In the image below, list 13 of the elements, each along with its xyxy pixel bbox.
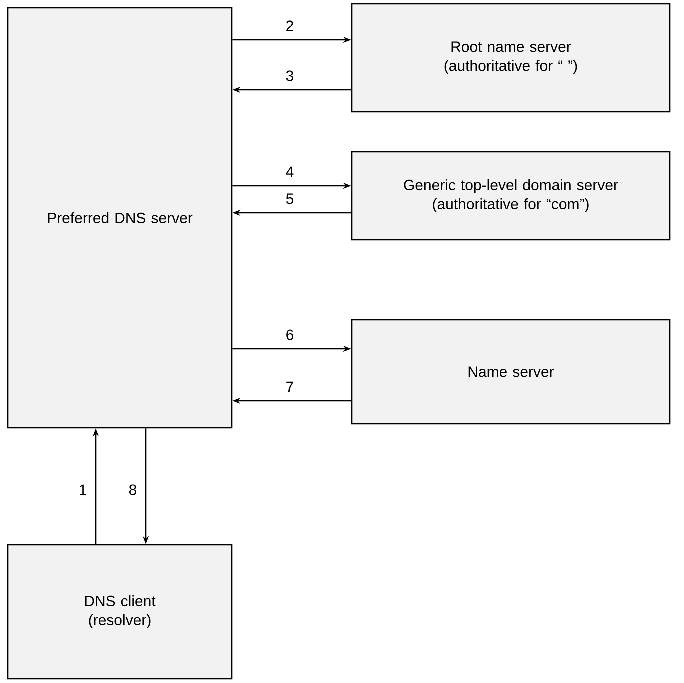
server-box: Preferred DNS server	[7, 7, 233, 429]
edge-label: 6	[284, 328, 296, 342]
server-box: Root name server (authoritative for “ ”)	[351, 3, 671, 113]
edge-label: 3	[284, 70, 296, 82]
edge-label: 2	[284, 20, 296, 32]
server-box: Generic top-level domain server (authoritative for “com”)	[351, 151, 671, 241]
edge-label: 5	[284, 192, 296, 206]
edge-label: 8	[128, 484, 138, 496]
edge-label: 7	[284, 380, 296, 394]
edge-label: 1	[78, 484, 88, 496]
server-box: Name server	[351, 319, 671, 425]
server-box: DNS client (resolver)	[7, 544, 233, 680]
edge-label: 4	[284, 166, 296, 178]
